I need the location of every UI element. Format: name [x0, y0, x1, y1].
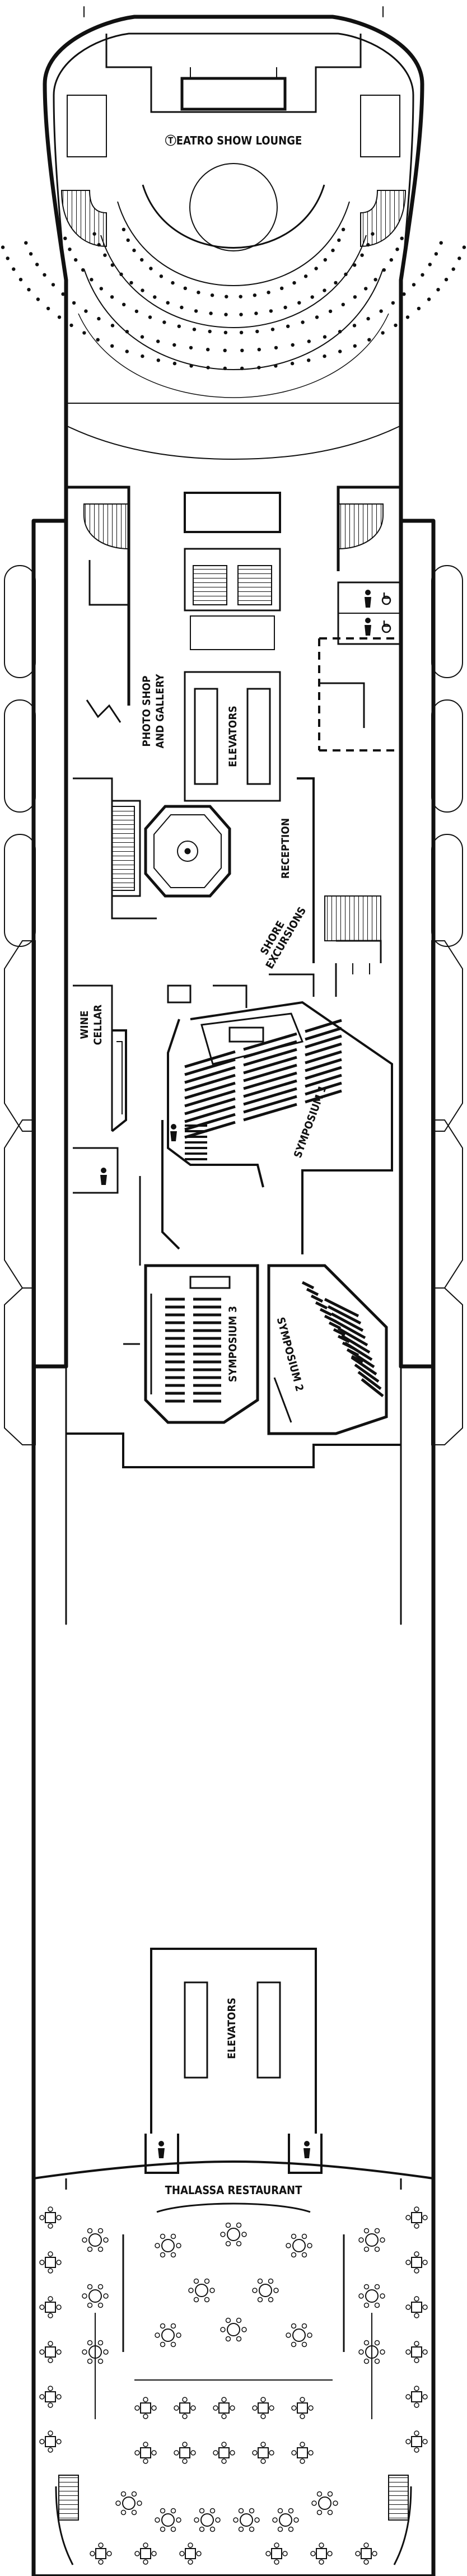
- shore-excursions-label: SHORE EXCURSIONS: [258, 905, 309, 971]
- svg-text:CELLAR: CELLAR: [92, 1005, 104, 1045]
- reception-label: RECEPTION: [279, 818, 292, 879]
- symposium-1-seating: [184, 1019, 342, 1160]
- teatro-seating: [1, 227, 466, 370]
- symposium-3-seating: [165, 1298, 221, 1403]
- svg-text:AND GALLERY: AND GALLERY: [154, 674, 166, 749]
- forward-midship-rooms: [66, 486, 402, 896]
- hull-outline: [31, 6, 436, 2576]
- svg-text:PHOTO SHOP: PHOTO SHOP: [141, 675, 153, 746]
- symposium-2-seating: [301, 1281, 384, 1397]
- thalassa-tables: [39, 2206, 428, 2565]
- thalassa-restaurant: [33, 2160, 434, 2576]
- symposium-1-room: [161, 963, 393, 1254]
- lifeboats: [4, 565, 463, 1445]
- photo-shop-label: PHOTO SHOP AND GALLERY: [141, 674, 166, 749]
- wine-cellar-label: WINE CELLAR: [78, 1005, 104, 1045]
- symposium-2-label: SYMPOSIUM 2: [274, 1316, 306, 1393]
- aft-midship-walls: [66, 1343, 401, 1468]
- teatro-show-lounge-label: ⓉEATRO SHOW LOUNGE: [165, 134, 302, 147]
- aft-elevator-core: [144, 1948, 323, 2174]
- elevators-fwd-label: ELEVATORS: [227, 706, 239, 767]
- symposium-2-room: [267, 1264, 388, 1435]
- symposium-3-label: SYMPOSIUM 3: [227, 1306, 239, 1382]
- thalassa-restaurant-label: THALASSA RESTAURANT: [165, 2183, 302, 2197]
- teatro-show-lounge: [60, 34, 407, 460]
- restroom-icon: [100, 590, 371, 2158]
- atrium: [73, 777, 382, 974]
- symposium-1-label: SYMPOSIUM 1: [292, 1084, 329, 1159]
- svg-text:WINE: WINE: [78, 1010, 91, 1039]
- symposium-3-room: [144, 1264, 259, 1424]
- wine-cellar-room: [73, 984, 141, 1266]
- elevators-aft-label: ELEVATORS: [226, 1998, 238, 2059]
- wheelchair-icon: [381, 592, 391, 633]
